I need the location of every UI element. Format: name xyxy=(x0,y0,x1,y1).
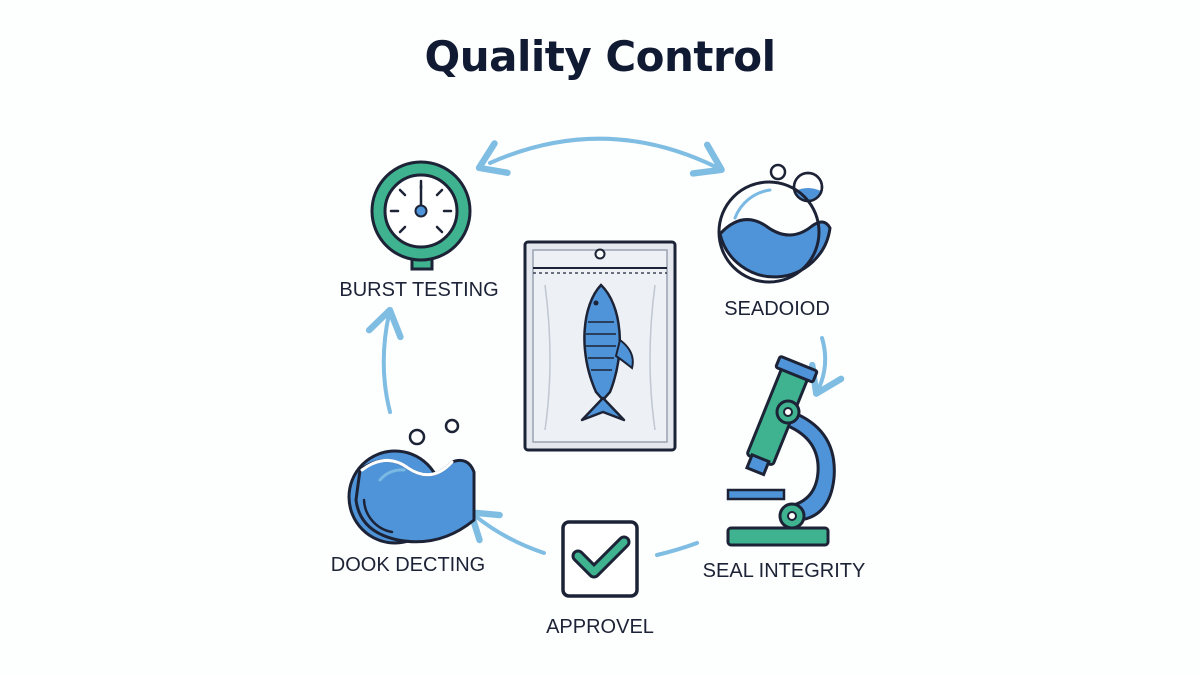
step-label-seal-integrity: SEAL INTEGRITY xyxy=(702,560,866,582)
water-bubbles-icon xyxy=(347,418,476,545)
pressure-gauge-icon xyxy=(370,160,472,271)
step-label-dook-decting: DOOK DECTING xyxy=(330,554,486,576)
water-bowl-icon xyxy=(717,163,832,284)
arrow-dook-to-burst xyxy=(365,306,404,414)
step-label-seadoiod: SEADOIOD xyxy=(724,298,830,320)
fish-icon xyxy=(580,283,634,422)
microscope-icon xyxy=(726,355,836,547)
checkmark-box-icon xyxy=(561,520,639,598)
step-label-approvel: APPROVEL xyxy=(546,616,654,638)
step-label-burst-testing: BURST TESTING xyxy=(339,279,499,301)
arrow-approvel-to-dook xyxy=(467,509,546,555)
arrow-seal-to-approvel xyxy=(655,541,699,557)
diagram-title: Quality Control xyxy=(424,32,776,81)
arrow-top-bidirectional xyxy=(475,136,725,177)
arrow-seadoiod-to-seal xyxy=(809,336,845,397)
fish-pouch-icon xyxy=(523,240,677,452)
